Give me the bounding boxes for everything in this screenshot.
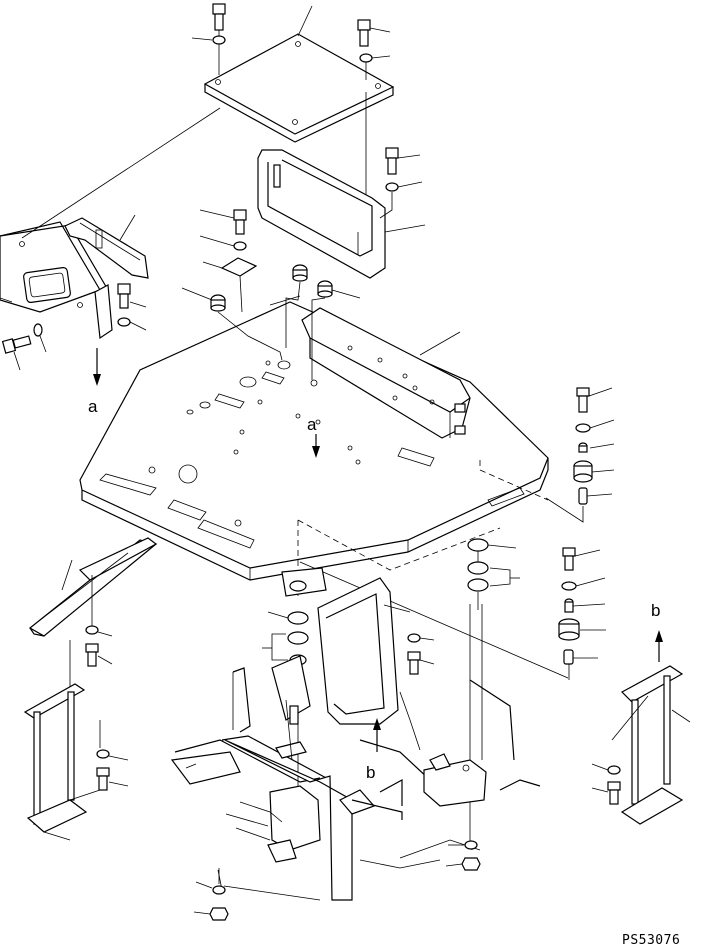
dashed-ref-right xyxy=(479,460,549,501)
rubber-cap-right xyxy=(311,280,361,380)
bolt-frame-right xyxy=(379,147,423,219)
leader-plate-to-box xyxy=(21,107,221,239)
callout-arrow-a-left: a xyxy=(88,348,101,416)
rubber-cap-left xyxy=(181,287,283,361)
callout-label-a-center: a xyxy=(307,415,317,434)
callout-label-b-center: b xyxy=(366,763,375,782)
callout-label-b-right: b xyxy=(651,601,660,620)
callout-arrow-b-center: b xyxy=(366,718,381,782)
chassis-base xyxy=(170,655,541,901)
vertical-frame-center xyxy=(317,577,411,725)
bolt-center-top xyxy=(199,209,247,251)
bolt-top-right xyxy=(357,19,391,80)
leader-lower-mount xyxy=(299,561,569,679)
right-console-box xyxy=(301,307,471,439)
right-mount-stack-lower xyxy=(558,547,606,680)
washer-top-left xyxy=(191,35,226,45)
center-mount-stack xyxy=(467,538,520,840)
left-cover-bracket xyxy=(64,214,149,279)
callout-label-a-left: a xyxy=(88,397,98,416)
bolt-left-box xyxy=(1,283,147,371)
rubber-cap-mid xyxy=(285,264,308,348)
callout-arrow-b-right: b xyxy=(651,601,663,662)
bolt-left-lower xyxy=(69,625,113,690)
callout-arrow-a-center: a xyxy=(307,415,320,458)
left-strut-wedge xyxy=(28,537,158,637)
right-mount-stack xyxy=(545,387,615,523)
right-vertical-stand xyxy=(611,665,691,825)
bolt-right-stand xyxy=(591,763,621,805)
floor-plate xyxy=(79,301,549,581)
drawing-code: PS53076 xyxy=(622,933,680,948)
pad-plate-small xyxy=(202,257,258,313)
bolt-frame-lower xyxy=(407,633,435,675)
top-cover-plate xyxy=(203,5,395,143)
left-cover-box xyxy=(0,221,113,340)
nut-lower-left xyxy=(193,868,229,921)
rectangular-frame-bracket xyxy=(257,92,426,279)
nut-lower-center xyxy=(445,840,481,871)
left-vertical-stand xyxy=(23,683,101,841)
center-bracket-under xyxy=(281,567,327,597)
bolt-left-stand xyxy=(96,720,129,791)
leader-cap xyxy=(269,295,301,306)
dashed-ref-center xyxy=(297,519,501,571)
